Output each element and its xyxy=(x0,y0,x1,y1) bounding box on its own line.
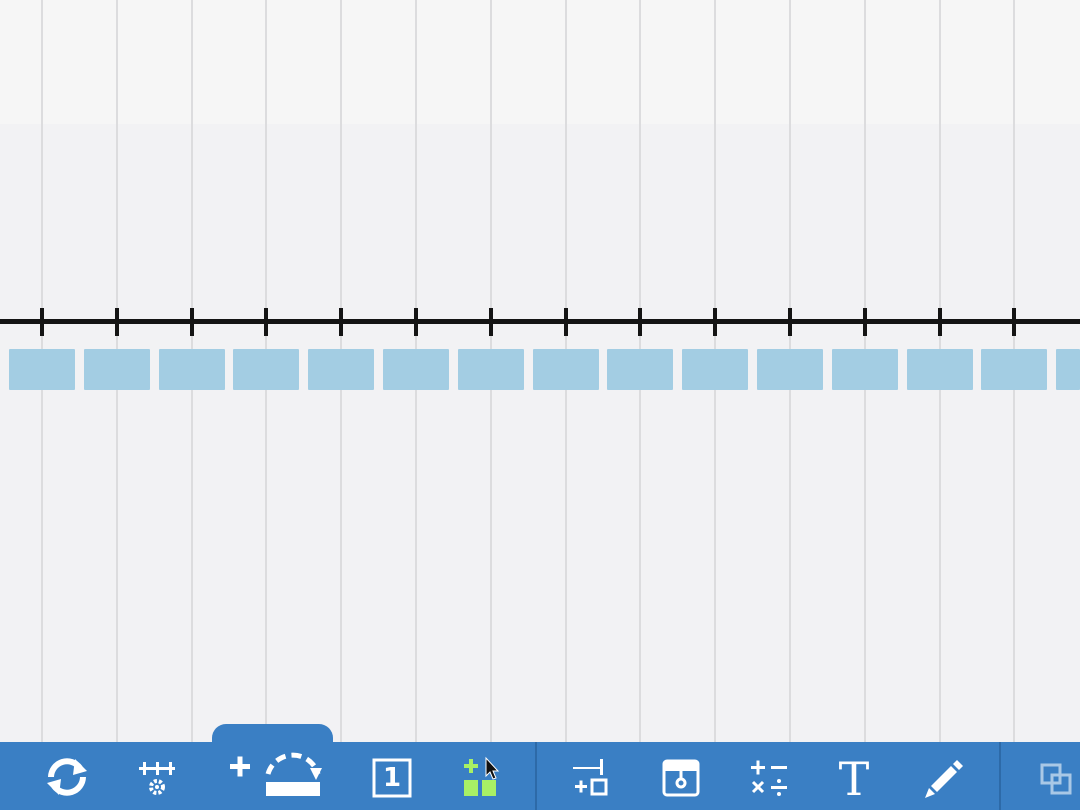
layers-button[interactable] xyxy=(1030,752,1080,804)
number-line-tick xyxy=(862,308,867,336)
number-line-tick xyxy=(189,308,194,336)
operations-icon xyxy=(751,760,787,796)
number-line-tick xyxy=(638,308,643,336)
add-tiles-icon xyxy=(464,756,500,796)
number-line-tick xyxy=(563,308,568,336)
number-line-tick xyxy=(937,308,942,336)
bottom-toolbar xyxy=(0,742,1080,810)
layers-icon xyxy=(1040,763,1072,795)
unit-tile[interactable] xyxy=(9,349,75,390)
add-jump-button[interactable] xyxy=(222,734,326,800)
unit-tile[interactable] xyxy=(158,349,225,390)
number-line-tick xyxy=(414,308,418,336)
unit-tile[interactable] xyxy=(607,349,674,390)
add-jump-arc-icon xyxy=(230,752,322,796)
unit-tile[interactable] xyxy=(682,349,749,390)
unit-tile[interactable] xyxy=(1056,349,1080,390)
unit-tile[interactable] xyxy=(308,349,375,390)
unit-tile[interactable] xyxy=(233,349,300,390)
hide-reveal-icon xyxy=(662,759,700,797)
unit-tile[interactable] xyxy=(906,349,973,390)
number-line-tick xyxy=(488,308,493,336)
refresh-icon xyxy=(47,758,87,796)
number-tile-label: 1 xyxy=(382,763,402,793)
workspace-canvas[interactable] xyxy=(0,0,1080,742)
add-tiles-button[interactable] xyxy=(454,752,506,802)
unit-tile[interactable] xyxy=(831,349,898,390)
unit-tile[interactable] xyxy=(457,349,524,390)
unit-tile[interactable] xyxy=(83,349,150,390)
number-line-tick xyxy=(788,308,792,336)
toolbar-separator xyxy=(535,742,537,810)
operations-button[interactable] xyxy=(742,752,796,804)
number-one-icon xyxy=(372,758,412,798)
unit-tile[interactable] xyxy=(383,349,449,390)
pencil-tool-button[interactable] xyxy=(916,752,970,804)
unit-tile[interactable] xyxy=(981,349,1048,390)
number-line-tick xyxy=(40,308,44,336)
tick-box-icon xyxy=(573,759,608,796)
number-line-tick xyxy=(339,308,344,336)
number-line-tick xyxy=(713,308,718,336)
workspace-top-band xyxy=(0,0,1080,124)
text-tool-button[interactable]: T xyxy=(826,752,882,806)
unit-tile[interactable] xyxy=(757,349,823,390)
number-line-settings-button[interactable] xyxy=(130,752,184,802)
pencil-icon xyxy=(925,760,963,798)
number-line xyxy=(0,319,1080,324)
unit-tile[interactable] xyxy=(532,349,599,390)
toolbar-separator xyxy=(999,742,1001,810)
number-line-tick xyxy=(264,308,269,336)
number-line-tick xyxy=(114,308,119,336)
hide-reveal-button[interactable] xyxy=(654,752,708,804)
refresh-button[interactable] xyxy=(40,752,94,802)
number-line-tick xyxy=(1012,308,1017,336)
number-line-settings-icon xyxy=(139,762,175,795)
text-icon: T xyxy=(838,752,870,806)
number-tile-button[interactable]: 1 xyxy=(366,752,418,804)
place-marker-button[interactable] xyxy=(564,752,618,802)
